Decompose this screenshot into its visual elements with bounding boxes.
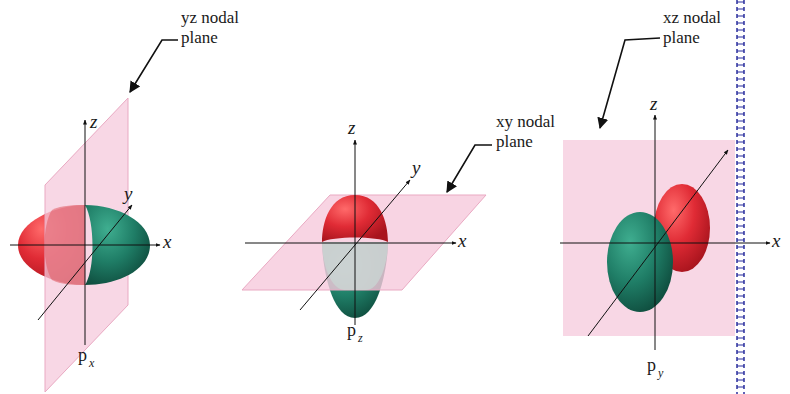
plane-label: xy nodal plane bbox=[496, 112, 560, 151]
z-axis bbox=[355, 140, 356, 325]
x-axis bbox=[245, 243, 456, 244]
plane-label: xz nodal plane bbox=[663, 8, 733, 47]
px-orbital bbox=[10, 40, 178, 392]
axis-label: z bbox=[348, 118, 355, 139]
dashed-border bbox=[737, 0, 744, 394]
axis-label: z bbox=[650, 94, 657, 115]
py-orbital bbox=[560, 38, 770, 350]
y-axis bbox=[300, 180, 410, 310]
pz-orbital bbox=[242, 140, 492, 325]
z-axis bbox=[655, 115, 656, 350]
axis-label: y bbox=[124, 184, 132, 205]
y-axis bbox=[588, 150, 728, 336]
leader-arrow bbox=[130, 40, 178, 92]
axis-label: x bbox=[163, 232, 171, 253]
axis-label: z bbox=[90, 112, 97, 133]
orbital-label: p bbox=[347, 321, 356, 341]
orbital-subscript: y bbox=[658, 367, 663, 380]
xz-plane bbox=[563, 140, 735, 336]
axis-label: x bbox=[772, 231, 780, 252]
y-axis bbox=[38, 205, 132, 320]
orbital-subscript: z bbox=[358, 332, 363, 345]
z-axis bbox=[85, 120, 86, 345]
leader-arrow bbox=[447, 145, 492, 192]
x-axis bbox=[560, 243, 770, 244]
xy-plane bbox=[242, 195, 486, 290]
axis-label: y bbox=[412, 158, 420, 179]
plane-label: yz nodal plane bbox=[181, 8, 245, 47]
leader-arrow bbox=[600, 38, 660, 128]
orbital-label: p bbox=[78, 346, 87, 366]
orbital-subscript: x bbox=[89, 357, 94, 370]
orbital-label: p bbox=[647, 356, 656, 376]
axis-label: x bbox=[458, 231, 466, 252]
